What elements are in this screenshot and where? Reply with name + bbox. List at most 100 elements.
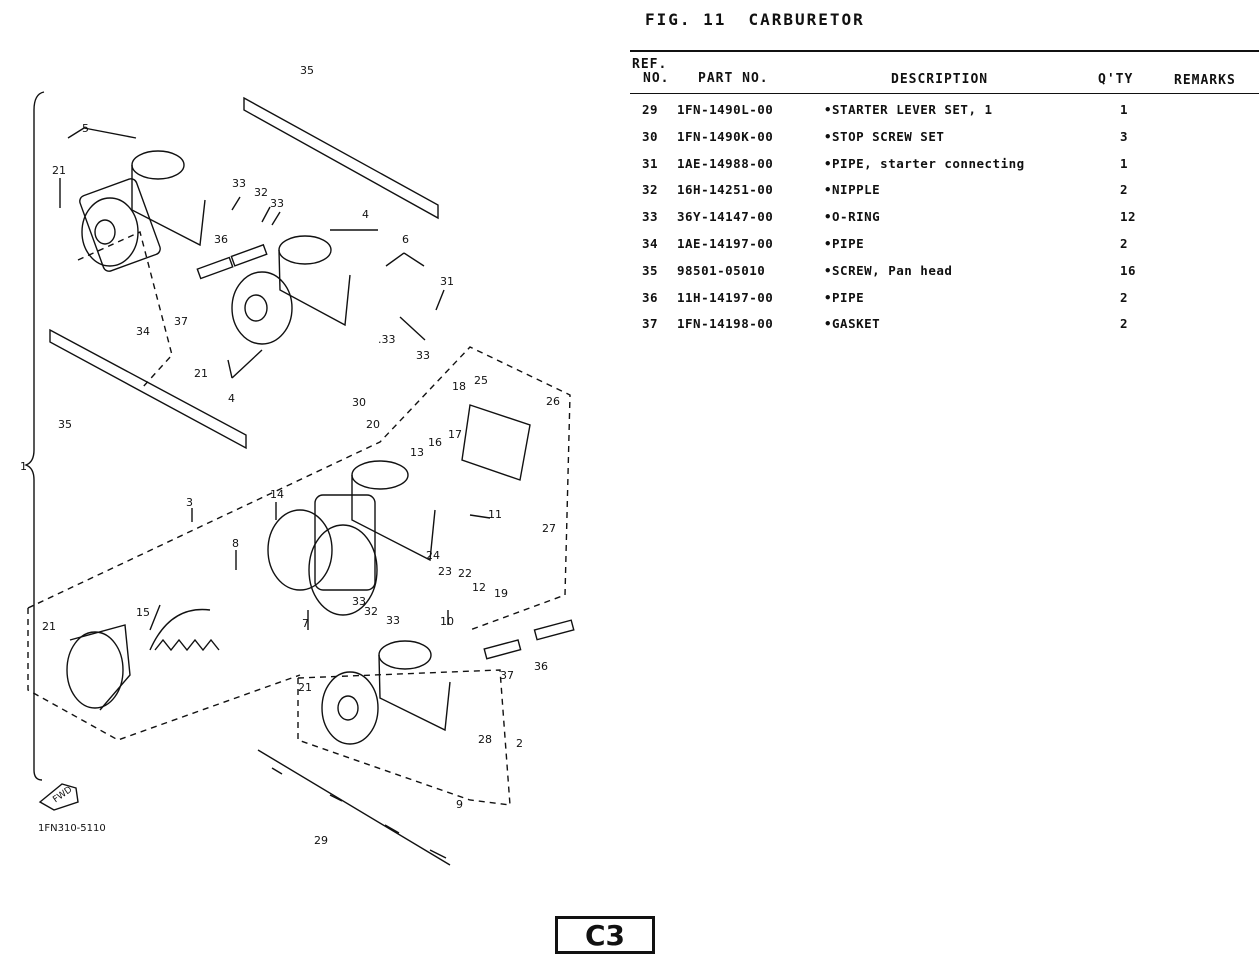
- svg-text:16: 16: [428, 436, 442, 449]
- table-row: 29 1FN-1490L-00 •STARTER LEVER SET, 1 1: [0, 102, 1259, 128]
- header-remarks: REMARKS: [1174, 73, 1236, 88]
- figure-number: FIG. 11: [645, 10, 727, 29]
- table-row: 37 1FN-14198-00 •GASKET 2: [0, 316, 1259, 342]
- svg-text:31: 31: [440, 275, 454, 288]
- header-description: DESCRIPTION: [891, 72, 989, 87]
- svg-text:33: 33: [270, 197, 284, 210]
- svg-text:33: 33: [386, 614, 400, 627]
- part-cell: 36Y-14147-00: [677, 209, 774, 224]
- svg-text:35: 35: [300, 64, 314, 77]
- svg-text:36: 36: [534, 660, 548, 673]
- svg-text:23: 23: [438, 565, 452, 578]
- svg-text:22: 22: [458, 567, 472, 580]
- svg-text:35: 35: [58, 418, 72, 431]
- qty-cell: 2: [1120, 316, 1129, 331]
- table-row: 34 1AE-14197-00 •PIPE 2: [0, 236, 1259, 262]
- svg-text:20: 20: [366, 418, 380, 431]
- part-cell: 1AE-14988-00: [677, 156, 774, 171]
- svg-text:37: 37: [174, 315, 188, 328]
- svg-text:32: 32: [254, 186, 268, 199]
- table-row: 30 1FN-1490K-00 •STOP SCREW SET 3: [0, 129, 1259, 155]
- svg-text:11: 11: [488, 508, 502, 521]
- svg-text:33: 33: [232, 177, 246, 190]
- part-cell: 1FN-1490L-00: [677, 102, 774, 117]
- desc-cell: •PIPE: [824, 290, 865, 305]
- svg-text:15: 15: [136, 606, 150, 619]
- svg-text:29: 29: [314, 834, 328, 847]
- desc-cell: •PIPE: [824, 236, 865, 251]
- svg-text:36: 36: [214, 233, 228, 246]
- ref-cell: 29: [642, 102, 659, 117]
- svg-text:33: 33: [416, 349, 430, 362]
- table-row: 33 36Y-14147-00 •O-RING 12: [0, 209, 1259, 235]
- svg-text:13: 13: [410, 446, 424, 459]
- header-qty: Q'TY: [1098, 72, 1134, 87]
- desc-cell: •SCREW, Pan head: [824, 263, 953, 278]
- ref-cell: 35: [642, 263, 659, 278]
- part-cell: 11H-14197-00: [677, 290, 774, 305]
- ref-cell: 33: [642, 209, 659, 224]
- svg-text:10: 10: [440, 615, 454, 628]
- svg-text:9: 9: [456, 798, 463, 811]
- svg-text:3: 3: [186, 496, 193, 509]
- qty-cell: 1: [1120, 156, 1129, 171]
- figure-title: FIG. 11 CARBURETOR: [645, 10, 865, 29]
- table-row: 36 11H-14197-00 •PIPE 2: [0, 290, 1259, 316]
- qty-cell: 16: [1120, 263, 1137, 278]
- illustration-code: 1FN310-5110: [38, 823, 106, 834]
- svg-text:34: 34: [136, 325, 150, 338]
- desc-cell: •STOP SCREW SET: [824, 129, 945, 144]
- svg-text:28: 28: [478, 733, 492, 746]
- svg-text:4: 4: [228, 392, 235, 405]
- svg-text:5: 5: [82, 122, 89, 135]
- figure-name: CARBURETOR: [748, 10, 865, 29]
- qty-cell: 2: [1120, 290, 1129, 305]
- fwd-label: FWD: [51, 785, 74, 805]
- svg-text:1: 1: [20, 460, 27, 473]
- part-cell: 98501-05010: [677, 263, 766, 278]
- svg-text:33: 33: [352, 595, 366, 608]
- svg-text:25: 25: [474, 374, 488, 387]
- svg-text:4: 4: [362, 208, 369, 221]
- desc-cell: •PIPE, starter connecting: [824, 156, 1025, 171]
- svg-text:18: 18: [452, 380, 466, 393]
- qty-cell: 1: [1120, 102, 1129, 117]
- svg-text:21: 21: [298, 681, 312, 694]
- svg-text:12: 12: [472, 581, 486, 594]
- ref-cell: 36: [642, 290, 659, 305]
- carburetor-exploded-diagram: 35 5 21 33 32 33 4 36 6 31 34 37 21 4 .3…: [20, 64, 575, 866]
- desc-cell: •STARTER LEVER SET, 1: [824, 102, 993, 117]
- header-part-no: PART NO.: [698, 71, 769, 86]
- header-ref-line1: REF.: [632, 57, 668, 72]
- part-cell: 1FN-14198-00: [677, 316, 774, 331]
- part-cell: 1FN-1490K-00: [677, 129, 774, 144]
- svg-text:30: 30: [352, 396, 366, 409]
- table-row: 35 98501-05010 •SCREW, Pan head 16: [0, 263, 1259, 289]
- qty-cell: 2: [1120, 236, 1129, 251]
- svg-text:14: 14: [270, 488, 284, 501]
- ref-cell: 34: [642, 236, 659, 251]
- part-cell: 16H-14251-00: [677, 182, 774, 197]
- svg-text:21: 21: [42, 620, 56, 633]
- svg-text:37: 37: [500, 669, 514, 682]
- ref-cell: 31: [642, 156, 659, 171]
- qty-cell: 3: [1120, 129, 1129, 144]
- qty-cell: 2: [1120, 182, 1129, 197]
- desc-cell: •NIPPLE: [824, 182, 881, 197]
- svg-text:8: 8: [232, 537, 239, 550]
- svg-text:6: 6: [402, 233, 409, 246]
- svg-text:7: 7: [302, 617, 309, 630]
- desc-cell: •O-RING: [824, 209, 881, 224]
- ref-cell: 30: [642, 129, 659, 144]
- header-ref-line2: NO.: [643, 71, 670, 86]
- svg-text:27: 27: [542, 522, 556, 535]
- svg-text:21: 21: [52, 164, 66, 177]
- svg-text:17: 17: [448, 428, 462, 441]
- table-row: 32 16H-14251-00 •NIPPLE 2: [0, 182, 1259, 208]
- svg-text:21: 21: [194, 367, 208, 380]
- svg-text:.33: .33: [378, 333, 396, 346]
- svg-text:24: 24: [426, 549, 440, 562]
- svg-text:32: 32: [364, 605, 378, 618]
- part-cell: 1AE-14197-00: [677, 236, 774, 251]
- ref-cell: 37: [642, 316, 659, 331]
